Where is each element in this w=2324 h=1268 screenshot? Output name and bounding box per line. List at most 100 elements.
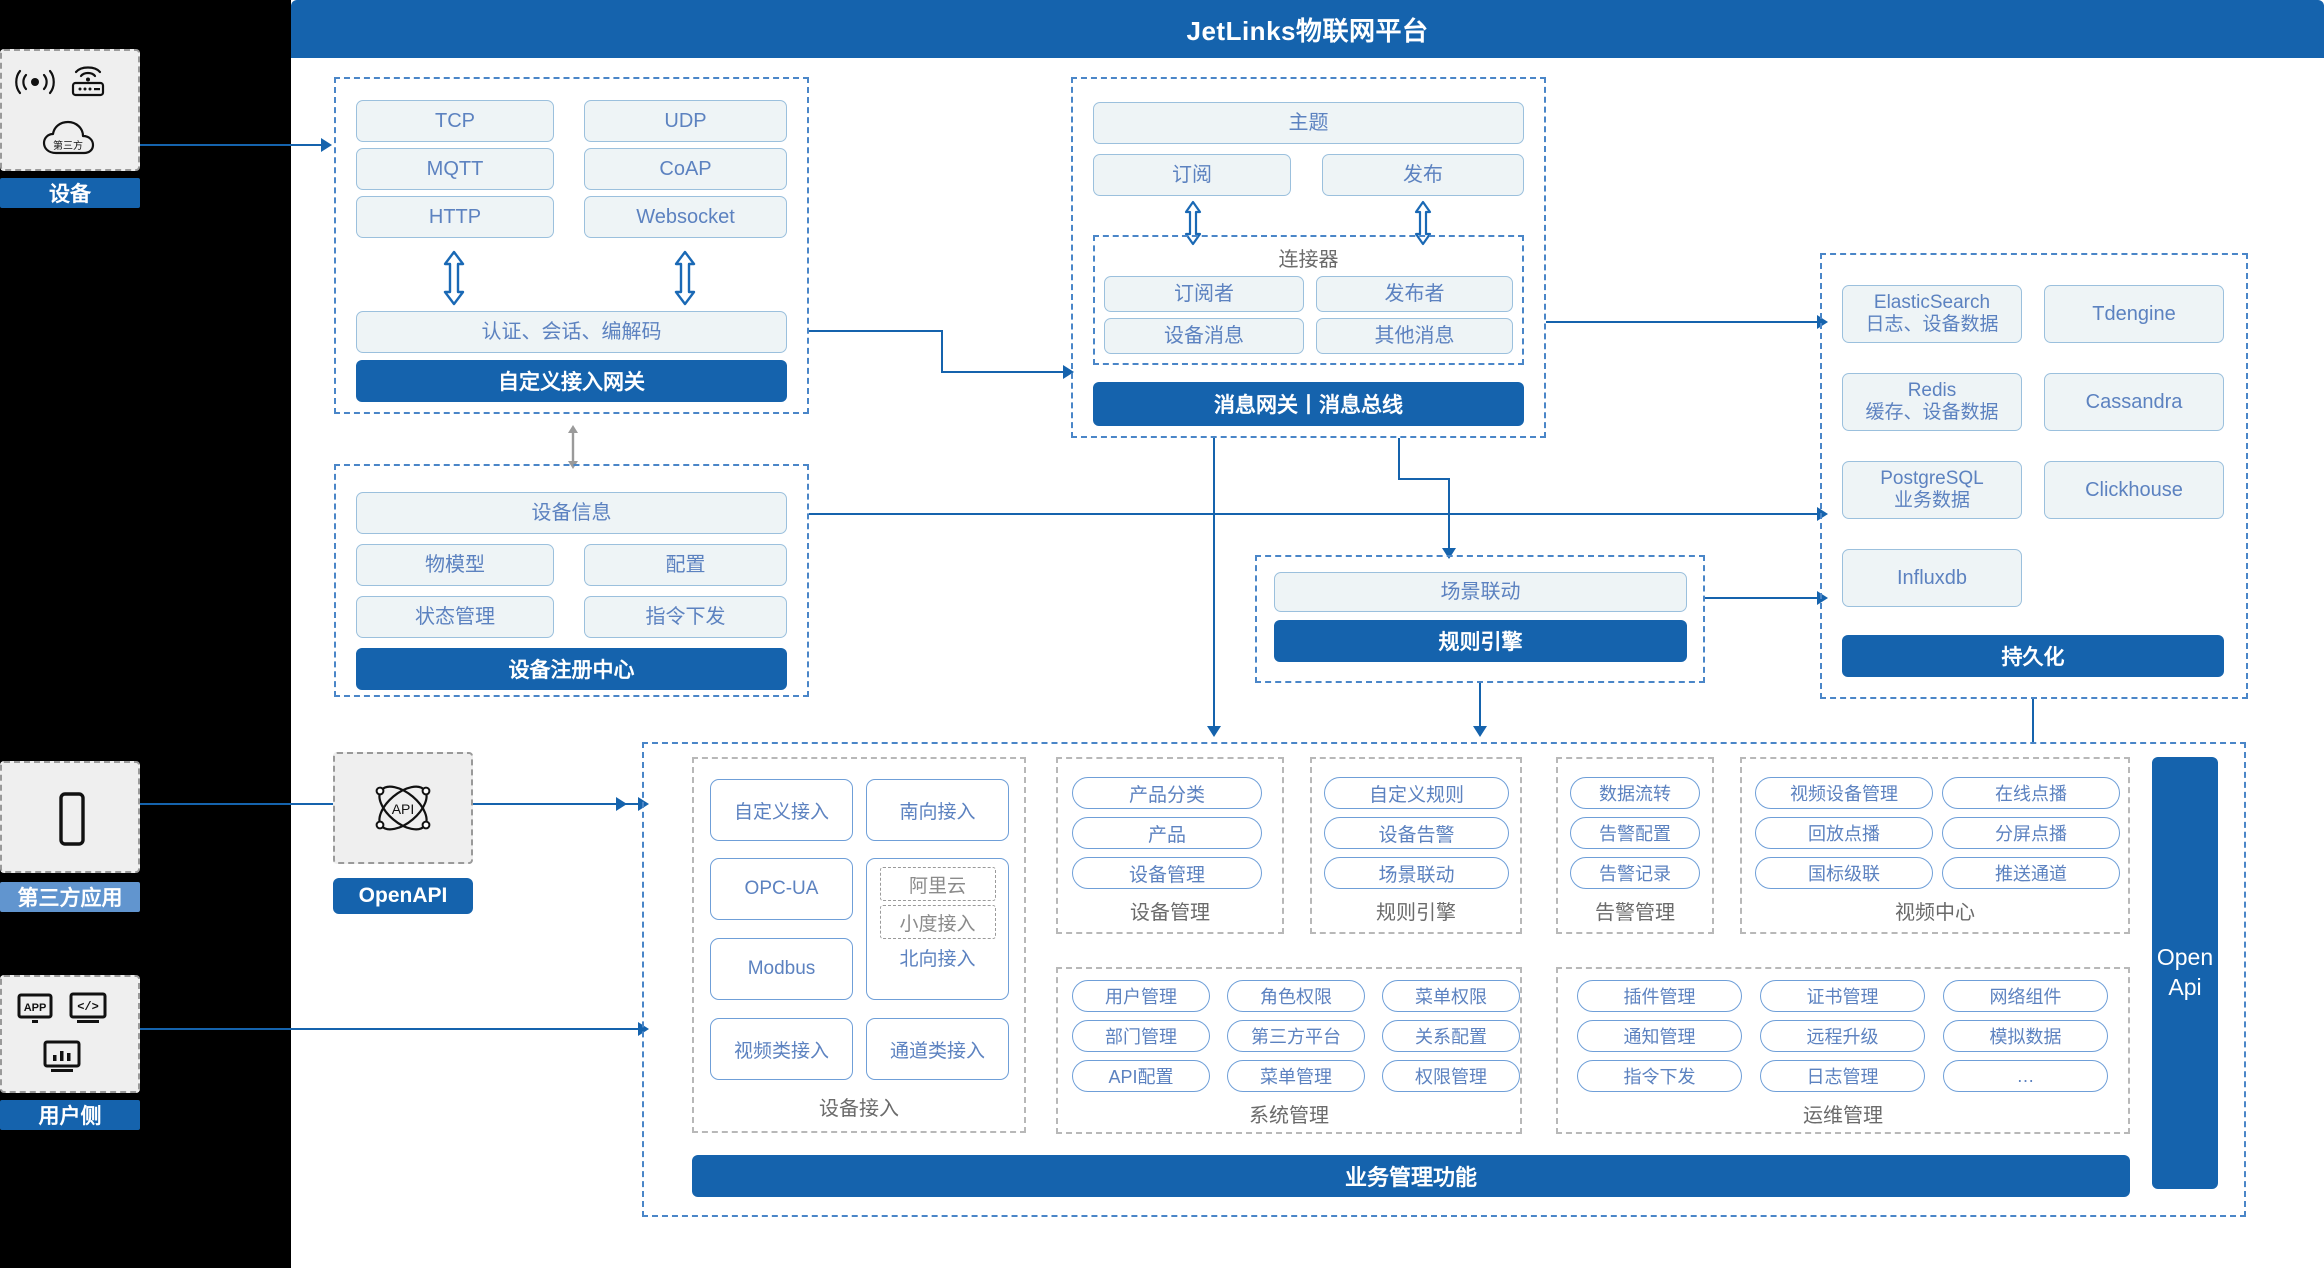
am-data-flow[interactable]: 数据流转 [1570, 777, 1700, 809]
business-bottom-bar[interactable]: 业务管理功能 [692, 1155, 2130, 1197]
vc-gb-cascade[interactable]: 国标级联 [1755, 857, 1933, 889]
protocol-udp[interactable]: UDP [584, 100, 787, 142]
command-dispatch[interactable]: 指令下发 [584, 596, 787, 638]
msg-subscribe[interactable]: 订阅 [1093, 154, 1291, 196]
custom-gateway-title[interactable]: 自定义接入网关 [356, 360, 787, 402]
am-alarm-config[interactable]: 告警配置 [1570, 817, 1700, 849]
re-custom-rule[interactable]: 自定义规则 [1324, 777, 1509, 809]
system-management-group [1056, 967, 1522, 1134]
vc-device-management[interactable]: 视频设备管理 [1755, 777, 1933, 809]
device-management-label: 设备管理 [1130, 902, 1210, 924]
config[interactable]: 配置 [584, 544, 787, 586]
vc-push-channel[interactable]: 推送通道 [1942, 857, 2120, 889]
open-api-vertical-bar[interactable]: Open Api [2152, 757, 2218, 1189]
protocol-coap[interactable]: CoAP [584, 148, 787, 190]
sm-menu-management[interactable]: 菜单管理 [1227, 1060, 1365, 1092]
access-northbound-box[interactable]: 阿里云 小度接入 北向接入 [866, 858, 1009, 1000]
access-video[interactable]: 视频类接入 [710, 1018, 853, 1080]
om-network-component[interactable]: 网络组件 [1943, 980, 2108, 1012]
sm-dept-management[interactable]: 部门管理 [1072, 1020, 1210, 1052]
arrow-rule-business [1473, 726, 1487, 737]
om-more[interactable]: … [1943, 1060, 2108, 1092]
third-party-app-rail-label: 第三方应用 [0, 882, 140, 912]
mobile-phone-icon [54, 791, 90, 847]
sm-role-permission[interactable]: 角色权限 [1227, 980, 1365, 1012]
access-channel[interactable]: 通道类接入 [866, 1018, 1009, 1080]
device-access-label: 设备接入 [819, 1098, 899, 1120]
persistence-title[interactable]: 持久化 [1842, 635, 2224, 677]
video-center-group [1740, 757, 2130, 934]
db-postgresql[interactable]: PostgreSQL 业务数据 [1842, 461, 2022, 519]
scene-linkage[interactable]: 场景联动 [1274, 572, 1687, 612]
dm-product[interactable]: 产品 [1072, 817, 1262, 849]
msg-topic[interactable]: 主题 [1093, 102, 1524, 144]
om-mock-data[interactable]: 模拟数据 [1943, 1020, 2108, 1052]
auth-session-codec[interactable]: 认证、会话、编解码 [356, 311, 787, 353]
third-party-cloud-icon: 第三方 [38, 119, 106, 161]
arrow-rule-persistence [1817, 591, 1828, 605]
ops-management-label: 运维管理 [1803, 1105, 1883, 1127]
sm-api-config[interactable]: API配置 [1072, 1060, 1210, 1092]
db-cassandra[interactable]: Cassandra [2044, 373, 2224, 431]
protocol-http[interactable]: HTTP [356, 196, 554, 238]
vc-split-screen[interactable]: 分屏点播 [1942, 817, 2120, 849]
subscriber[interactable]: 订阅者 [1104, 276, 1304, 312]
sm-permission-management[interactable]: 权限管理 [1382, 1060, 1520, 1092]
publisher[interactable]: 发布者 [1316, 276, 1513, 312]
vc-playback[interactable]: 回放点播 [1755, 817, 1933, 849]
om-command-dispatch[interactable]: 指令下发 [1577, 1060, 1742, 1092]
access-aliyun[interactable]: 阿里云 [879, 867, 996, 901]
connector-msg-rule-v1 [1398, 438, 1400, 480]
access-opcua[interactable]: OPC-UA [710, 858, 853, 920]
re-device-alarm[interactable]: 设备告警 [1324, 817, 1509, 849]
state-management[interactable]: 状态管理 [356, 596, 554, 638]
svg-text:</>: </> [77, 1000, 99, 1014]
sm-menu-permission[interactable]: 菜单权限 [1382, 980, 1520, 1012]
access-xiaodu[interactable]: 小度接入 [879, 905, 996, 939]
access-southbound[interactable]: 南向接入 [866, 779, 1009, 841]
message-gateway-group [1071, 77, 1546, 438]
arrow-gw-msg [1063, 365, 1074, 379]
connector-gw-msg-v [941, 330, 943, 373]
arrow-msg-rule [1442, 548, 1456, 559]
third-party-app-card [0, 761, 140, 873]
db-redis[interactable]: Redis 缓存、设备数据 [1842, 373, 2022, 431]
connector-gw-msg-h2 [941, 371, 1065, 373]
db-influxdb[interactable]: Influxdb [1842, 549, 2022, 607]
arrow-device-gateway [321, 138, 332, 152]
openapi-node-label[interactable]: OpenAPI [333, 878, 473, 914]
device-message[interactable]: 设备消息 [1104, 318, 1304, 354]
sm-user-management[interactable]: 用户管理 [1072, 980, 1210, 1012]
om-plugin-management[interactable]: 插件管理 [1577, 980, 1742, 1012]
db-postgresql-desc: 业务数据 [1893, 490, 1970, 511]
access-modbus[interactable]: Modbus [710, 938, 853, 1000]
protocol-websocket[interactable]: Websocket [584, 196, 787, 238]
protocol-mqtt[interactable]: MQTT [356, 148, 554, 190]
dm-product-category[interactable]: 产品分类 [1072, 777, 1262, 809]
access-custom[interactable]: 自定义接入 [710, 779, 853, 841]
sm-third-party-platform[interactable]: 第三方平台 [1227, 1020, 1365, 1052]
db-elasticsearch[interactable]: ElasticSearch 日志、设备数据 [1842, 285, 2022, 343]
thing-model[interactable]: 物模型 [356, 544, 554, 586]
vc-online-play[interactable]: 在线点播 [1942, 777, 2120, 809]
om-cert-management[interactable]: 证书管理 [1760, 980, 1925, 1012]
connector-user-business [140, 1028, 640, 1030]
om-log-management[interactable]: 日志管理 [1760, 1060, 1925, 1092]
rule-engine-title[interactable]: 规则引擎 [1274, 620, 1687, 662]
protocol-tcp[interactable]: TCP [356, 100, 554, 142]
other-message[interactable]: 其他消息 [1316, 318, 1513, 354]
device-info[interactable]: 设备信息 [356, 492, 787, 534]
arrow-registry-persistence [1817, 507, 1828, 521]
db-clickhouse[interactable]: Clickhouse [2044, 461, 2224, 519]
am-alarm-record[interactable]: 告警记录 [1570, 857, 1700, 889]
message-gateway-title[interactable]: 消息网关丨消息总线 [1093, 382, 1524, 426]
om-notify-management[interactable]: 通知管理 [1577, 1020, 1742, 1052]
re-scene-linkage[interactable]: 场景联动 [1324, 857, 1509, 889]
db-tdengine[interactable]: Tdengine [2044, 285, 2224, 343]
connector-registry-persistence [809, 513, 1819, 515]
om-remote-upgrade[interactable]: 远程升级 [1760, 1020, 1925, 1052]
msg-publish[interactable]: 发布 [1322, 154, 1524, 196]
dm-device-management[interactable]: 设备管理 [1072, 857, 1262, 889]
sm-relation-config[interactable]: 关系配置 [1382, 1020, 1520, 1052]
device-registry-title[interactable]: 设备注册中心 [356, 648, 787, 690]
